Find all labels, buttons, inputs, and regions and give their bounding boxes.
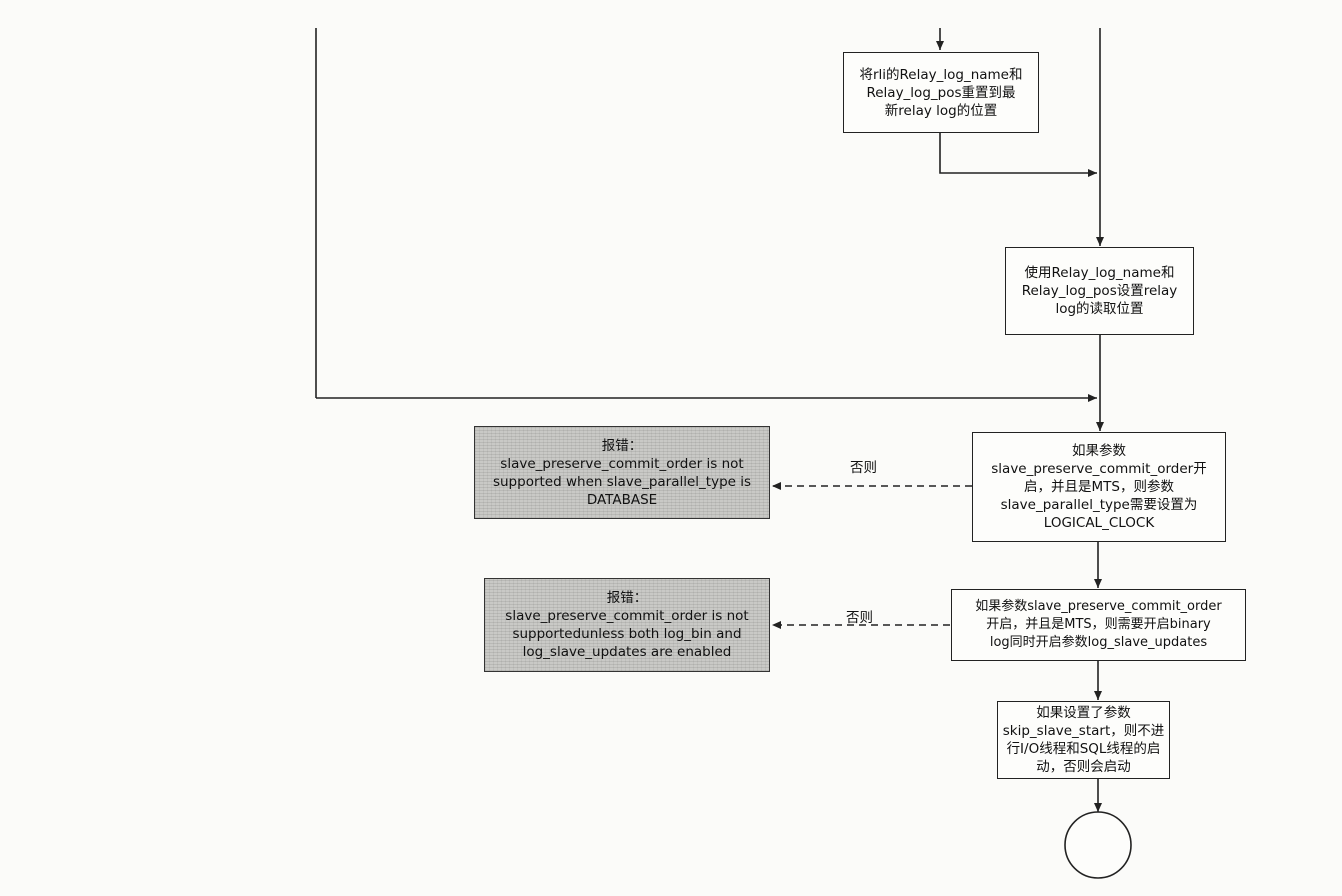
reset-to-main-line (939, 132, 1097, 177)
error-binlog-text: 报错： slave_preserve_commit_order is not s… (505, 590, 749, 660)
error-parallel-type-text: 报错： slave_preserve_commit_order is not s… (492, 437, 752, 508)
end-node (1064, 811, 1132, 879)
else-label-2: 否则 (846, 610, 873, 626)
error-parallel-type-box: 报错： slave_preserve_commit_order is not s… (474, 426, 770, 519)
check-parallel-type-box: 如果参数 slave_preserve_commit_order开 启，并且是M… (972, 432, 1226, 542)
check-binlog-box: 如果参数slave_preserve_commit_order 开启，并且是MT… (951, 589, 1246, 661)
else-label-1: 否则 (850, 460, 877, 476)
skip-slave-start-text: 如果设置了参数 skip_slave_start，则不进 行I/O线程和SQL线… (1002, 705, 1165, 775)
skip-slave-start-box: 如果设置了参数 skip_slave_start，则不进 行I/O线程和SQL线… (997, 701, 1170, 779)
set-relay-log-read-position-box: 使用Relay_log_name和 Relay_log_pos设置relay l… (1005, 247, 1194, 335)
check-binlog-text: 如果参数slave_preserve_commit_order 开启，并且是MT… (975, 599, 1222, 650)
check-parallel-type-text: 如果参数 slave_preserve_commit_order开 启，并且是M… (991, 443, 1207, 531)
reset-relay-log-position-box: 将rli的Relay_log_name和 Relay_log_pos重置到最 新… (843, 52, 1039, 133)
set-relay-log-read-position-text: 使用Relay_log_name和 Relay_log_pos设置relay l… (1021, 265, 1178, 317)
error-binlog-box: 报错： slave_preserve_commit_order is not s… (484, 578, 770, 672)
reset-relay-log-position-text: 将rli的Relay_log_name和 Relay_log_pos重置到最 新… (859, 66, 1023, 119)
